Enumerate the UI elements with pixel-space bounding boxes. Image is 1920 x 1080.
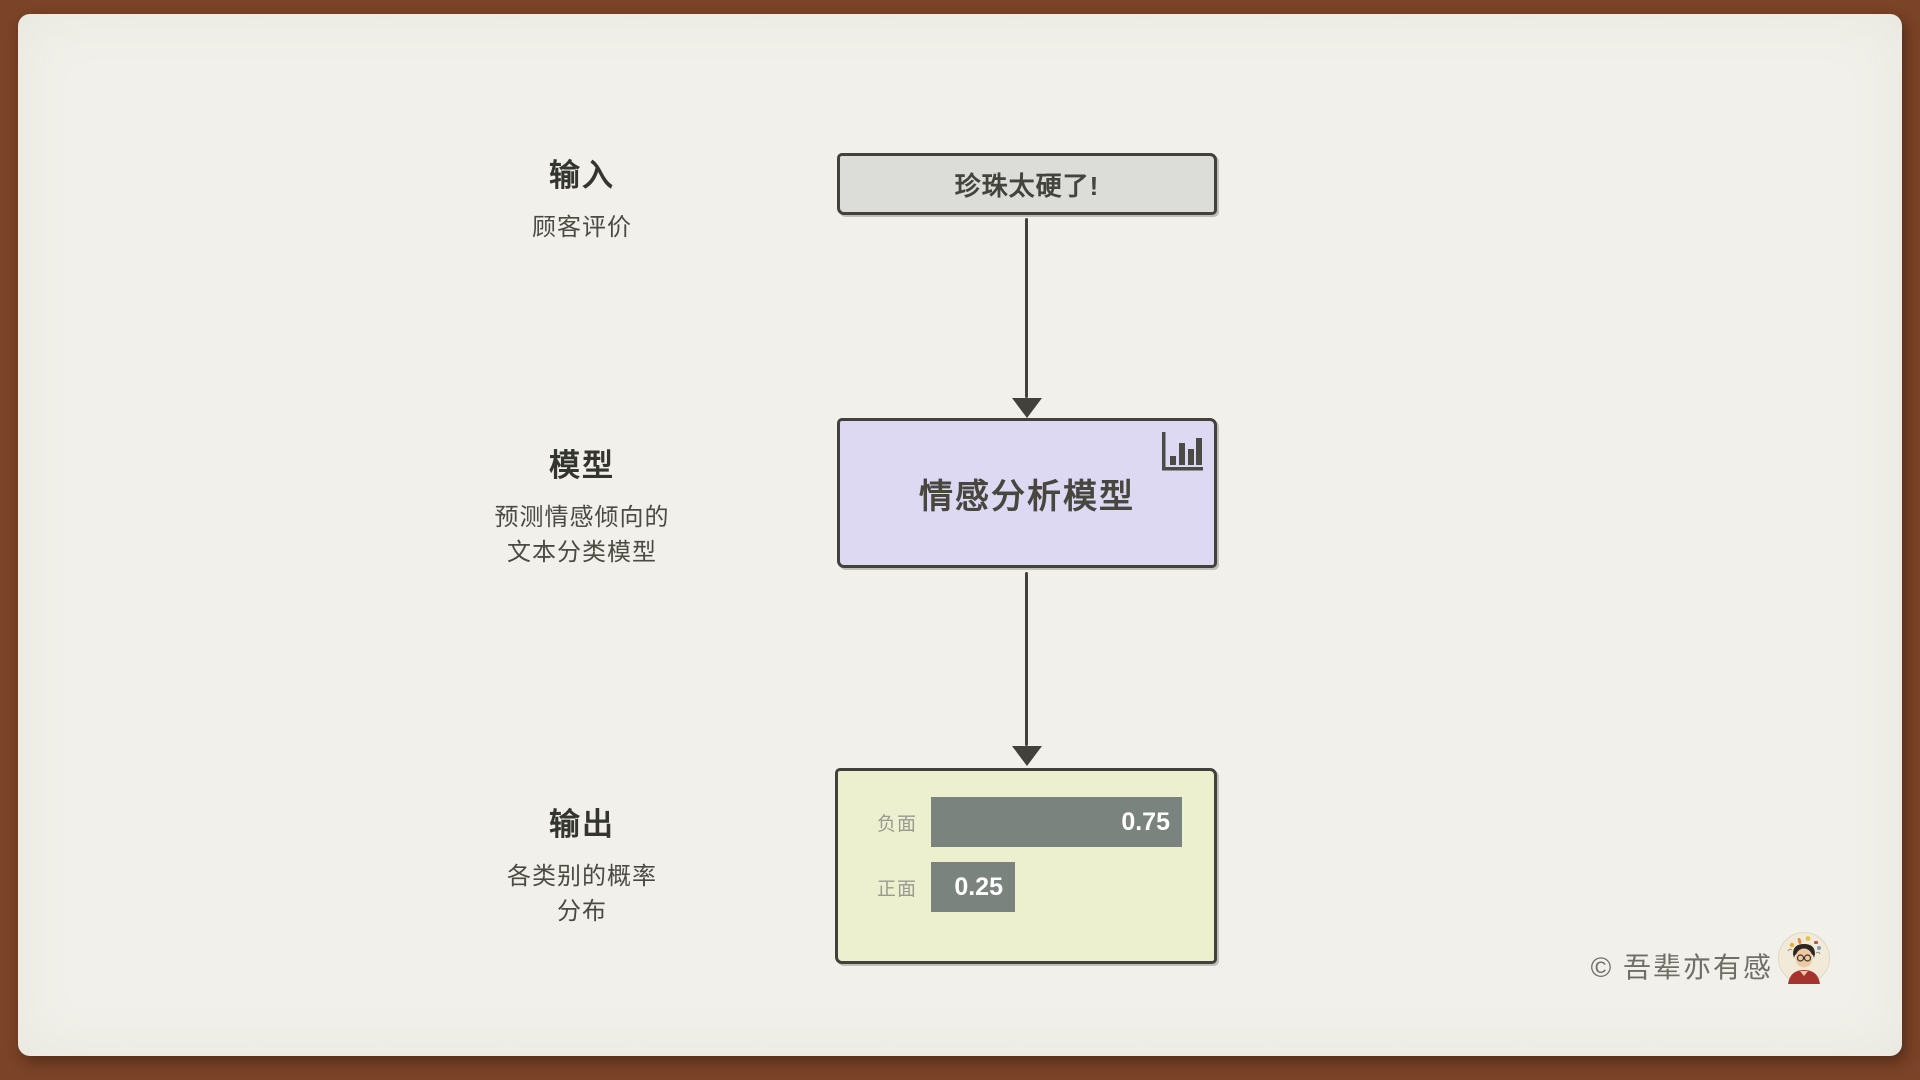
arrow-shaft	[1025, 572, 1028, 746]
positive-probability-bar: 0.25	[931, 862, 1015, 912]
arrow-shaft	[1025, 218, 1028, 398]
arrow-head-icon	[1012, 398, 1042, 418]
model-subtitle-line2: 文本分类模型	[507, 539, 657, 566]
model-stage-subtitle: 预测情感倾向的 文本分类模型	[472, 500, 692, 570]
output-subtitle-line2: 分布	[557, 898, 607, 925]
sentiment-model-box: 情感分析模型	[837, 418, 1217, 568]
output-stage-label: 输出 各类别的概率 分布	[472, 799, 692, 929]
probability-output-box: 负面 0.75 正面 0.25	[835, 768, 1217, 964]
probability-row-positive: 正面 0.25	[838, 862, 1214, 912]
bar-chart-icon	[1162, 432, 1203, 471]
arrow-input-to-model	[1012, 218, 1042, 418]
copyright-text: © 吾辈亦有感	[1590, 952, 1773, 983]
arrow-model-to-output	[1012, 572, 1042, 766]
output-stage-subtitle: 各类别的概率 分布	[472, 859, 692, 929]
sentiment-model-label: 情感分析模型	[919, 477, 1135, 516]
input-stage-subtitle: 顾客评价	[532, 214, 632, 241]
input-review-box: 珍珠太硬了!	[837, 153, 1217, 215]
author-avatar	[1778, 932, 1830, 984]
model-subtitle-line1: 预测情感倾向的	[494, 504, 670, 531]
positive-class-label: 正面	[876, 878, 917, 900]
model-stage-label: 模型 预测情感倾向的 文本分类模型	[472, 440, 692, 570]
probability-row-negative: 负面 0.75	[838, 797, 1214, 847]
input-stage-title: 输入	[549, 158, 615, 193]
model-stage-title: 模型	[549, 448, 615, 483]
negative-class-label: 负面	[876, 813, 917, 835]
output-subtitle-line1: 各类别的概率	[507, 863, 657, 890]
arrow-head-icon	[1012, 746, 1042, 766]
positive-probability-value: 0.25	[954, 872, 1003, 901]
negative-probability-value: 0.75	[1121, 807, 1170, 836]
negative-probability-bar: 0.75	[931, 797, 1182, 847]
input-review-text: 珍珠太硬了!	[954, 170, 1100, 201]
input-stage-label: 输入 顾客评价	[472, 150, 692, 245]
output-stage-title: 输出	[549, 807, 615, 842]
